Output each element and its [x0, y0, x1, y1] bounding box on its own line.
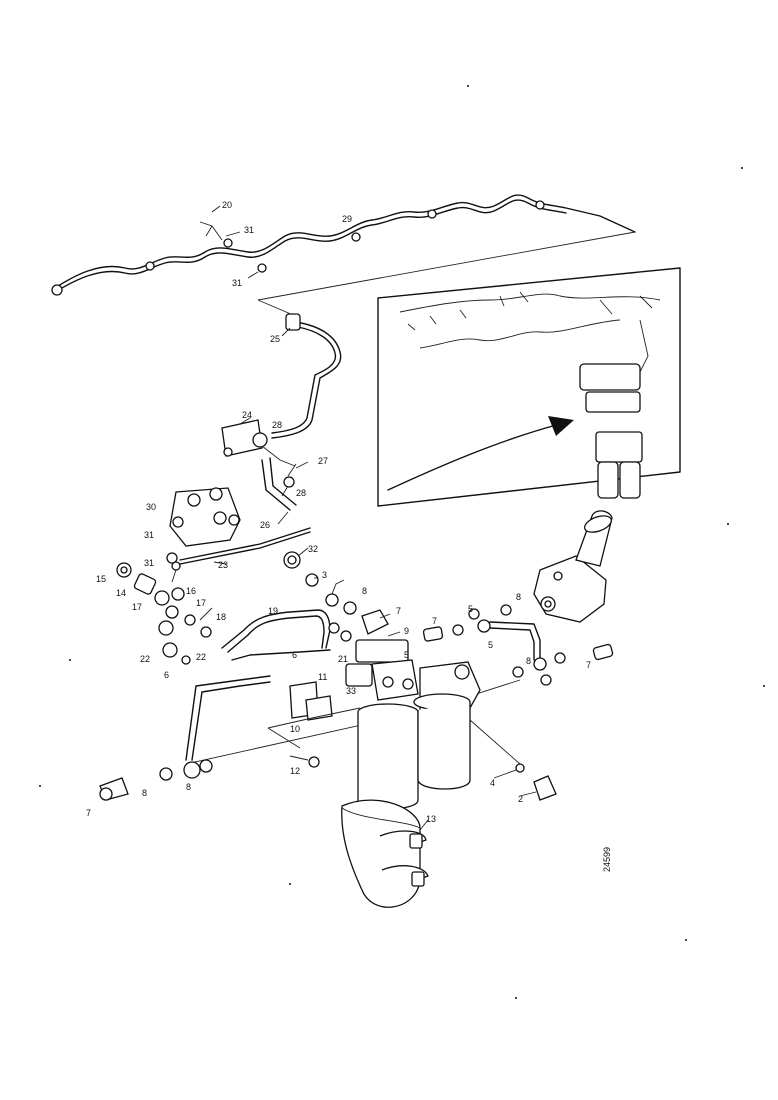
callout-18: 18 [216, 612, 226, 622]
callout-14: 14 [116, 588, 126, 598]
callout-5: 5 [468, 604, 473, 614]
callout-3: 3 [322, 570, 327, 580]
figure-code: 24599 [602, 847, 612, 872]
callout-22: 22 [196, 652, 206, 662]
fuel-pipe-19 [221, 609, 331, 661]
callout-11: 11 [318, 672, 327, 682]
callout-30: 30 [146, 502, 156, 512]
callout-12: 12 [290, 766, 300, 776]
callout-2: 2 [518, 794, 523, 804]
callout-8: 8 [526, 656, 531, 666]
bracket-24 [221, 419, 297, 488]
callout-24: 24 [242, 410, 252, 420]
callout-27: 27 [318, 456, 328, 466]
callout-17: 17 [132, 602, 142, 612]
callout-8: 8 [186, 782, 191, 792]
callout-28: 28 [272, 420, 282, 430]
control-valve-housing [533, 510, 613, 623]
callout-20: 20 [222, 200, 232, 210]
callout-10: 10 [290, 724, 300, 734]
callout-31: 31 [144, 558, 154, 568]
scan-speckles [39, 85, 765, 999]
leader-lines [199, 205, 537, 831]
callout-31: 31 [244, 225, 254, 235]
callout-29: 29 [342, 214, 352, 224]
right-fittings [422, 604, 614, 686]
fuel-filter-head-30 [166, 487, 319, 587]
callout-5: 5 [488, 640, 493, 650]
callout-8: 8 [516, 592, 521, 602]
callout-9: 9 [404, 626, 409, 636]
bracket-11-plate-10 [267, 681, 361, 768]
callout-31: 31 [144, 530, 154, 540]
callout-8: 8 [142, 788, 147, 798]
callout-26: 26 [260, 520, 270, 530]
location-inset [377, 267, 681, 507]
callout-32: 32 [308, 544, 318, 554]
callout-16: 16 [186, 586, 196, 596]
fuel-pipe-upper [261, 313, 342, 511]
callout-28: 28 [296, 488, 306, 498]
filter-sleeve-13 [341, 799, 429, 908]
callout-4: 4 [490, 778, 495, 788]
callout-19: 19 [268, 606, 278, 616]
callout-8: 8 [362, 586, 367, 596]
callout-33: 33 [346, 686, 356, 696]
callout-5: 5 [404, 650, 409, 660]
twin-fuel-filters [357, 661, 557, 810]
callout-22: 22 [140, 654, 150, 664]
callout-6: 6 [164, 670, 169, 680]
callout-17: 17 [196, 598, 206, 608]
callout-31: 31 [232, 278, 242, 288]
fuel-return-line-top [51, 194, 636, 296]
callout-labels: 20 29 31 31 25 24 28 27 28 26 30 31 23 3… [86, 200, 612, 872]
central-fittings [325, 579, 419, 701]
callout-7: 7 [586, 660, 591, 670]
callout-21: 21 [338, 654, 348, 664]
callout-23: 23 [218, 560, 228, 570]
callout-13: 13 [426, 814, 436, 824]
left-fittings-cluster [116, 561, 212, 665]
callout-15: 15 [96, 574, 106, 584]
callout-25: 25 [270, 334, 280, 344]
callout-6: 6 [292, 650, 297, 660]
callout-7: 7 [396, 606, 401, 616]
callout-7: 7 [86, 808, 91, 818]
perspective-plane [257, 231, 636, 319]
callout-7: 7 [432, 616, 437, 626]
